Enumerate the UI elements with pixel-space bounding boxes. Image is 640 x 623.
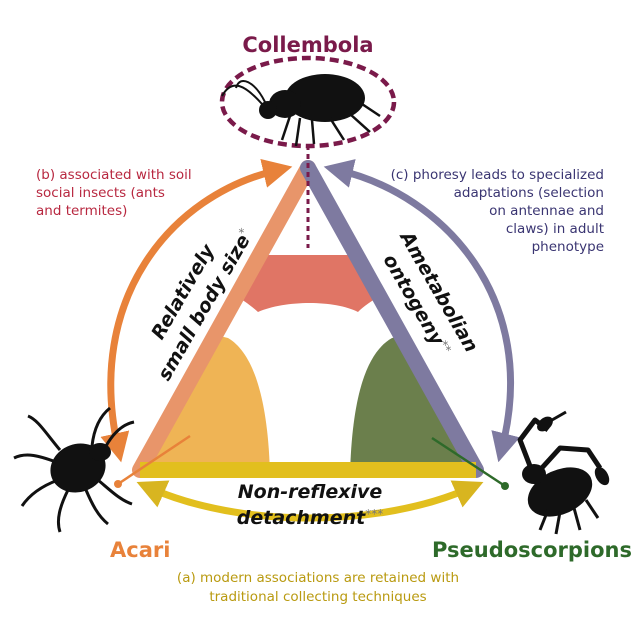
taxon-acari: Acari	[110, 538, 170, 562]
arrow-b-collembola-acari	[100, 159, 293, 463]
acari-pointer-dot	[114, 480, 122, 488]
side-bottom-label: Non-reflexive detachment***	[237, 481, 383, 529]
note-c-line-4: claws) in adult	[506, 221, 604, 237]
taxon-collembola: Collembola	[242, 33, 373, 57]
springtail-silhouette-icon	[221, 74, 381, 147]
side-bottom-line-1: Non-reflexive	[238, 481, 383, 503]
note-a-line-2: traditional collecting techniques	[209, 589, 426, 605]
arrow-c-collembola-pseudoscorpions	[323, 159, 520, 463]
pseudoscorpion-pointer	[431, 436, 506, 488]
svg-text:detachment***: detachment***	[237, 507, 383, 529]
note-c-line-2: adaptations (selection	[454, 185, 604, 201]
note-c: (c) phoresy leads to specialized adaptat…	[391, 167, 604, 255]
note-a-line-1: (a) modern associations are retained wit…	[177, 570, 459, 586]
side-right	[300, 160, 484, 478]
note-a: (a) modern associations are retained wit…	[177, 570, 459, 605]
note-c-line-3: on antennae and	[489, 203, 604, 219]
taxon-pseudoscorpions: Pseudoscorpions	[432, 538, 632, 562]
pseudoscorpion-silhouette-icon	[517, 410, 610, 535]
acari-pointer	[117, 434, 191, 486]
pseudoscorpion-pointer-dot	[501, 482, 509, 490]
collembola-ellipse	[219, 55, 397, 149]
arrow-a-acari-pseudoscorpions	[136, 480, 484, 522]
note-b: (b) associated with soil social insects …	[36, 167, 192, 219]
side-bottom-mark: ***	[365, 507, 383, 521]
note-b-line-2: social insects (ants	[36, 185, 165, 201]
note-b-line-3: and termites)	[36, 203, 127, 219]
side-left	[132, 160, 316, 478]
note-b-line-1: (b) associated with soil	[36, 167, 192, 183]
side-bottom-line-2: detachment	[237, 507, 366, 529]
note-c-line-1: (c) phoresy leads to specialized	[391, 167, 604, 183]
note-c-line-5: phenotype	[532, 239, 604, 255]
mite-silhouette-icon	[13, 406, 135, 533]
